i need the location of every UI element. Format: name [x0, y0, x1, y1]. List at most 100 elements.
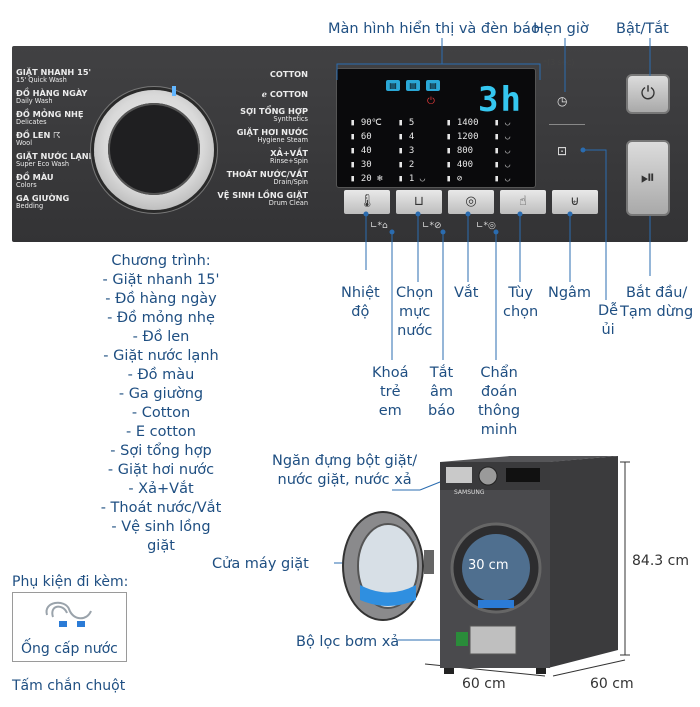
cold-water-icon: ❄ — [377, 174, 383, 184]
dimension-height: 84.3 cm — [632, 553, 689, 569]
wash-icon: ▤ — [406, 80, 420, 91]
program-dial-center — [108, 103, 200, 195]
callout-soak: Ngâm — [548, 285, 592, 301]
program-label-cotton: COTTON — [269, 69, 308, 79]
display-option-5: ▮ ◡ — [494, 174, 510, 184]
display-temp-30: ▮ 30 — [350, 160, 372, 170]
program-item: - Sợi tổng hợp — [110, 443, 212, 459]
display-option-2: ▮ ◡ — [494, 132, 510, 142]
hand-touch-icon: ☝ — [519, 194, 527, 209]
display-temp-60: ▮ 60 — [350, 132, 372, 142]
iron-option-icon: ▮ ◡ — [494, 118, 511, 128]
play-pause-icon: ⏯ — [640, 167, 656, 188]
spin-button[interactable]: ◎ — [448, 190, 494, 214]
dimension-width: 60 cm — [462, 676, 506, 692]
display-rinse-1: ▮ 1 ◡ — [398, 174, 426, 184]
program-item: - Ga giường — [118, 386, 204, 402]
program-label-e-cotton: ℯ COTTON — [261, 89, 308, 99]
prewash-option-icon: ▮ ◡ — [494, 174, 511, 184]
program-item: - Giặt nước lạnh — [103, 348, 219, 364]
callout-start-pause: Bắt đầu/Tạm dừng — [620, 285, 694, 320]
soak-option-icon: ▮ ◡ — [494, 132, 511, 142]
callout-spin: Vắt — [454, 285, 479, 301]
drum-diameter: 30 cm — [468, 558, 509, 573]
display-rinse-3: ▮ 3 — [398, 146, 415, 156]
display-rinse-4: ▮ 4 — [398, 132, 415, 142]
soak-icon: ⊌ — [570, 194, 580, 209]
callout-drain-filter: Bộ lọc bơm xả — [296, 634, 400, 650]
sound-off-hold-icon: ∟*⊘ — [422, 221, 442, 231]
spin-icon: ◎ — [465, 194, 477, 209]
easy-iron-icon[interactable]: ⊡ — [557, 144, 568, 158]
display-spin-400: ▮ 400 — [446, 160, 474, 170]
timer-note: *(3 sec) — [543, 58, 575, 67]
brand-logo: SAMSUNG — [454, 489, 485, 496]
time-digits: 3h — [478, 80, 523, 120]
accessory-box: Ống cấp nước — [12, 592, 127, 662]
display-spin-800: ▮ 800 — [446, 146, 474, 156]
display-rinse-5: ▮ 5 — [398, 118, 415, 128]
temperature-button[interactable]: 🌡︎ — [344, 190, 390, 214]
child-lock-hold-icon: ∟*⌂ — [370, 221, 388, 231]
program-item: - Thoát nước/Vắt — [100, 500, 222, 516]
power-icon: ⏻ — [640, 83, 656, 104]
display-no-spin: ▮ ⊘ — [446, 174, 463, 184]
start-pause-button[interactable]: ⏯ — [626, 140, 670, 216]
prewash-icon: ▤ — [386, 80, 400, 91]
accessory-mouse-guard: Tấm chắn chuột — [12, 678, 126, 694]
soak-button[interactable]: ⊌ — [552, 190, 598, 214]
no-spin-icon: ⊘ — [456, 174, 463, 184]
callout-power: Bật/Tắt — [616, 21, 669, 37]
program-label-quick-wash: GIẶT NHANH 15'15' Quick Wash — [16, 67, 92, 84]
callout-detergent-drawer: Ngăn đựng bột giặt/nước giặt, nước xả — [272, 453, 418, 488]
display-rinse-2: ▮ 2 — [398, 160, 415, 170]
smart-check-hold-icon: ∟*◎ — [476, 221, 496, 231]
power-button[interactable]: ⏻ — [626, 74, 670, 114]
display-spin-1400: ▮ 1400 — [446, 118, 479, 128]
rinse-icon: ▤ — [426, 80, 440, 91]
program-item: - Đồ len — [132, 329, 190, 345]
program-item: - Đồ mỏng nhẹ — [107, 310, 215, 326]
program-item: - E cotton — [126, 424, 196, 440]
water-level-icon: ⊔ — [413, 194, 425, 209]
timer-icon[interactable]: ◷ — [557, 94, 568, 108]
water-level-button[interactable]: ⊔ — [396, 190, 442, 214]
bubble-option-icon: ▮ ◡ — [494, 146, 511, 156]
program-item: - Đồ hàng ngày — [105, 291, 217, 307]
door-lock-icon: ⏻ — [427, 96, 435, 107]
display-spin-1200: ▮ 1200 — [446, 132, 479, 142]
programs-title: Chương trình: — [111, 253, 211, 269]
option-button[interactable]: ☝ — [500, 190, 546, 214]
program-label-wool: ĐỒ LEN ☈Wool — [16, 130, 61, 147]
display-temp-90: ▮ 90℃ — [350, 118, 382, 128]
display-option-1: ▮ ◡ — [494, 118, 510, 128]
display-option-4: ▮ ◡ — [494, 160, 510, 170]
program-item: - Vệ sinh lồng giặt — [111, 519, 211, 554]
program-item: - Đồ màu — [127, 367, 195, 383]
water-hose-icon — [45, 601, 92, 627]
eco-e-icon: ℯ — [261, 89, 267, 99]
program-item: - Xả+Vắt — [128, 481, 194, 497]
display-temp-40: ▮ 40 — [350, 146, 372, 156]
accessory-water-hose: Ống cấp nước — [21, 641, 118, 657]
callout-timer: Hẹn giờ — [533, 21, 589, 37]
accessories-title: Phụ kiện đi kèm: — [12, 574, 129, 590]
display-option-3: ▮ ◡ — [494, 146, 510, 156]
display-temp-20: ▮ 20 ❄ — [350, 174, 383, 184]
